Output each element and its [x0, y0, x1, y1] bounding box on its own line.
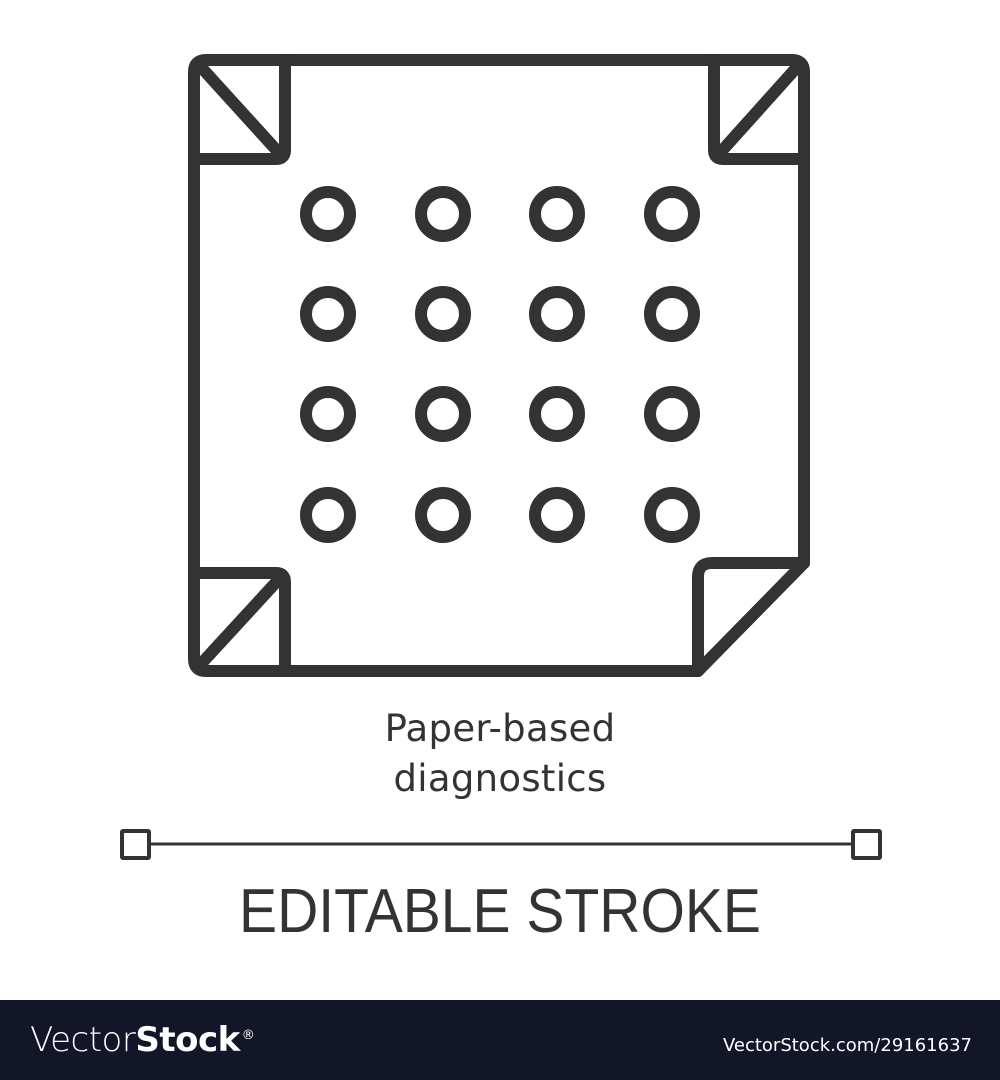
test-spot [529, 386, 585, 442]
image-id-link[interactable]: VectorStock.com/29161637 [722, 1035, 972, 1056]
test-spot [300, 286, 356, 342]
test-spot [415, 286, 471, 342]
test-spot [415, 186, 471, 242]
test-spot [644, 386, 700, 442]
folded-corner-bottom-right [692, 557, 810, 677]
test-spot [300, 487, 356, 543]
test-spot-grid [300, 186, 700, 543]
artwork-canvas: Paper-based diagnostics EDITABLE STROKE [120, 54, 882, 946]
paper-diagnostics-icon [120, 54, 882, 860]
test-spot [415, 386, 471, 442]
test-spot [529, 186, 585, 242]
watermark-footer: VectorStock® VectorStock.com/29161637 [0, 1000, 1000, 1080]
test-spot [300, 386, 356, 442]
vectorstock-logo: VectorStock® [30, 1020, 255, 1060]
test-spot [415, 487, 471, 543]
logo-text-bold: Stock [135, 1020, 240, 1060]
editable-stroke-label: EDITABLE STROKE [239, 877, 761, 946]
icon-caption-line-1: Paper-based [384, 707, 616, 750]
right-anchor-handle [851, 829, 882, 860]
registered-mark-icon: ® [241, 1028, 255, 1043]
logo-text-light: Vector [30, 1020, 136, 1060]
editable-stroke-indicator [120, 829, 882, 860]
test-spot [644, 487, 700, 543]
test-spot [529, 487, 585, 543]
test-spot [644, 186, 700, 242]
test-spot [529, 286, 585, 342]
left-anchor-handle [120, 829, 151, 860]
test-spot [300, 186, 356, 242]
icon-caption-line-2: diagnostics [393, 757, 607, 800]
test-spot [644, 286, 700, 342]
